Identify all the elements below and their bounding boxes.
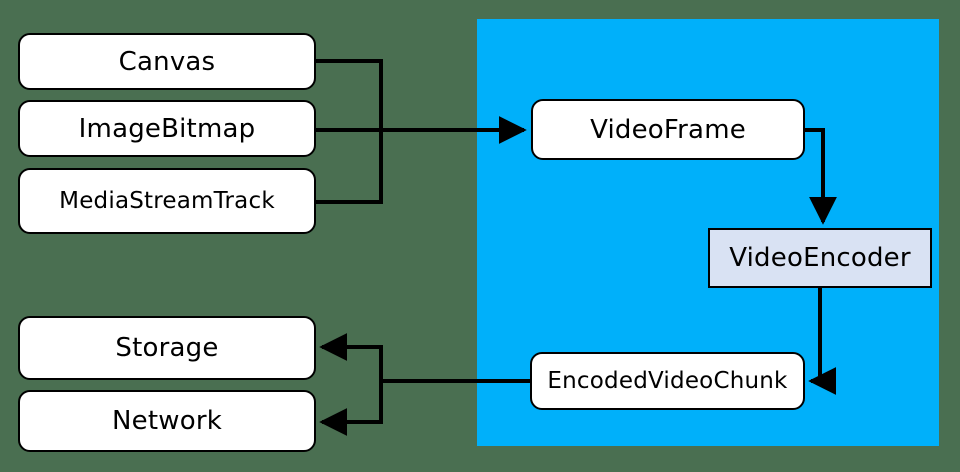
node-imagebitmap[interactable]: ImageBitmap	[18, 100, 316, 157]
node-videoencoder-label: VideoEncoder	[729, 243, 911, 273]
node-imagebitmap-label: ImageBitmap	[78, 113, 256, 144]
node-network-label: Network	[112, 406, 222, 436]
node-storage[interactable]: Storage	[18, 316, 316, 380]
node-videoframe[interactable]: VideoFrame	[531, 99, 805, 160]
node-videoencoder[interactable]: VideoEncoder	[708, 228, 932, 288]
node-mediastreamtrack-label: MediaStreamTrack	[59, 187, 275, 214]
node-videoframe-label: VideoFrame	[590, 114, 746, 145]
node-encodedvideochunk[interactable]: EncodedVideoChunk	[530, 352, 805, 410]
node-canvas-label: Canvas	[118, 46, 216, 77]
edge-canvas-to-videoframe	[316, 59, 383, 130]
node-mediastreamtrack[interactable]: MediaStreamTrack	[18, 168, 316, 234]
edge-encodedvideochunk-to-network	[319, 381, 383, 436]
node-storage-label: Storage	[115, 333, 219, 363]
node-encodedvideochunk-label: EncodedVideoChunk	[547, 367, 788, 394]
edge-mediastreamtrack-to-videoframe	[316, 130, 383, 204]
node-canvas[interactable]: Canvas	[18, 33, 316, 90]
edge-encodedvideochunk-to-storage	[319, 333, 383, 381]
node-network[interactable]: Network	[18, 390, 316, 452]
